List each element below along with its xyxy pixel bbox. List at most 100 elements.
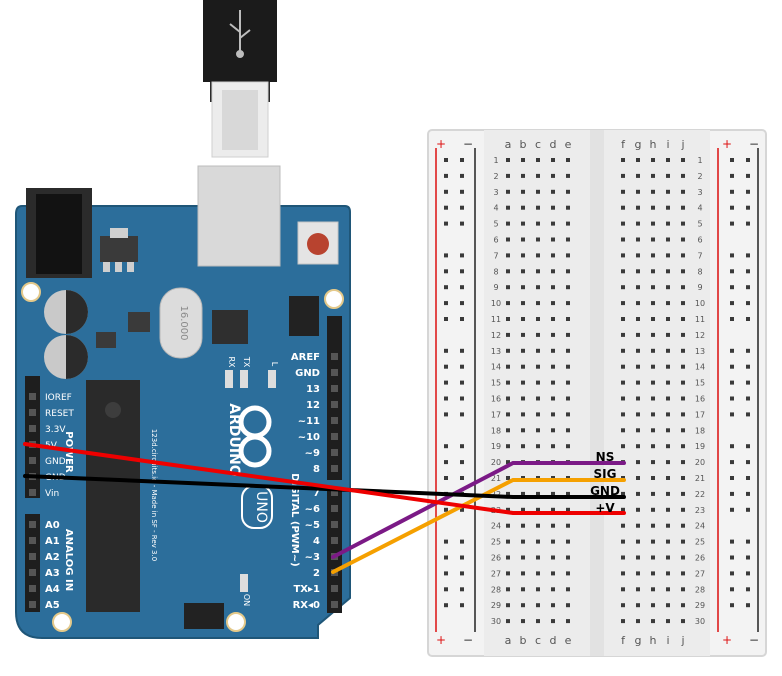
rail-hole[interactable] (460, 476, 464, 480)
rail-hole[interactable] (730, 205, 734, 210)
bb-hole[interactable] (621, 619, 625, 624)
bb-hole[interactable] (621, 158, 625, 162)
bb-hole[interactable] (651, 587, 655, 592)
bb-hole[interactable] (651, 348, 655, 353)
bb-hole[interactable] (536, 523, 540, 528)
rail-hole[interactable] (444, 571, 448, 576)
bb-hole[interactable] (621, 491, 625, 496)
bb-hole[interactable] (636, 205, 640, 210)
bb-hole[interactable] (536, 412, 540, 417)
bb-hole[interactable] (681, 460, 685, 465)
bb-hole[interactable] (651, 460, 655, 465)
rail-hole[interactable] (746, 396, 750, 401)
rail-hole[interactable] (746, 173, 750, 178)
bb-hole[interactable] (521, 348, 525, 353)
bb-hole[interactable] (666, 364, 670, 369)
bb-hole[interactable] (651, 301, 655, 306)
bb-hole[interactable] (621, 173, 625, 178)
bb-hole[interactable] (621, 301, 625, 306)
bb-hole[interactable] (536, 221, 540, 226)
bb-hole[interactable] (651, 428, 655, 433)
bb-hole[interactable] (666, 491, 670, 496)
bb-hole[interactable] (666, 317, 670, 321)
bb-hole[interactable] (681, 173, 685, 178)
bb-hole[interactable] (651, 476, 655, 480)
bb-hole[interactable] (566, 285, 570, 290)
bb-hole[interactable] (536, 587, 540, 592)
bb-hole[interactable] (521, 205, 525, 210)
bb-hole[interactable] (636, 460, 640, 465)
bb-hole[interactable] (621, 380, 625, 385)
bb-hole[interactable] (651, 285, 655, 290)
bb-hole[interactable] (621, 412, 625, 417)
rail-hole[interactable] (460, 253, 464, 258)
bb-hole[interactable] (636, 507, 640, 512)
bb-hole[interactable] (551, 603, 555, 608)
bb-hole[interactable] (666, 396, 670, 401)
rail-hole[interactable] (730, 571, 734, 576)
bb-hole[interactable] (636, 364, 640, 369)
bb-hole[interactable] (551, 380, 555, 385)
bb-hole[interactable] (506, 189, 510, 194)
bb-hole[interactable] (681, 364, 685, 369)
bb-hole[interactable] (551, 221, 555, 226)
bb-hole[interactable] (506, 491, 510, 496)
bb-hole[interactable] (666, 523, 670, 528)
bb-hole[interactable] (636, 301, 640, 306)
bb-hole[interactable] (521, 444, 525, 449)
bb-hole[interactable] (651, 317, 655, 321)
bb-hole[interactable] (536, 444, 540, 449)
bb-hole[interactable] (551, 317, 555, 321)
bb-hole[interactable] (651, 237, 655, 242)
bb-hole[interactable] (551, 507, 555, 512)
bb-hole[interactable] (681, 237, 685, 242)
bb-hole[interactable] (651, 507, 655, 512)
bb-hole[interactable] (566, 491, 570, 496)
bb-hole[interactable] (566, 205, 570, 210)
bb-hole[interactable] (651, 221, 655, 226)
rail-hole[interactable] (730, 285, 734, 290)
bb-hole[interactable] (506, 428, 510, 433)
bb-hole[interactable] (551, 364, 555, 369)
rail-hole[interactable] (730, 221, 734, 226)
bb-hole[interactable] (681, 619, 685, 624)
bb-hole[interactable] (506, 460, 510, 465)
bb-hole[interactable] (506, 587, 510, 592)
bb-hole[interactable] (566, 444, 570, 449)
rail-hole[interactable] (730, 380, 734, 385)
bb-hole[interactable] (536, 364, 540, 369)
bb-hole[interactable] (666, 253, 670, 258)
bb-hole[interactable] (666, 476, 670, 480)
rail-hole[interactable] (460, 285, 464, 290)
bb-hole[interactable] (566, 571, 570, 576)
rail-hole[interactable] (746, 571, 750, 576)
rail-hole[interactable] (460, 396, 464, 401)
bb-hole[interactable] (681, 603, 685, 608)
bb-hole[interactable] (666, 539, 670, 544)
rail-hole[interactable] (444, 476, 448, 480)
rail-hole[interactable] (460, 412, 464, 417)
bb-hole[interactable] (636, 476, 640, 480)
bb-hole[interactable] (681, 428, 685, 433)
bb-hole[interactable] (621, 428, 625, 433)
rail-hole[interactable] (460, 301, 464, 306)
bb-hole[interactable] (666, 332, 670, 337)
rail-hole[interactable] (746, 380, 750, 385)
bb-hole[interactable] (521, 428, 525, 433)
bb-hole[interactable] (521, 364, 525, 369)
bb-hole[interactable] (521, 603, 525, 608)
bb-hole[interactable] (636, 332, 640, 337)
bb-hole[interactable] (621, 444, 625, 449)
bb-hole[interactable] (566, 332, 570, 337)
bb-hole[interactable] (506, 539, 510, 544)
bb-hole[interactable] (681, 539, 685, 544)
bb-hole[interactable] (536, 507, 540, 512)
bb-hole[interactable] (666, 380, 670, 385)
rail-hole[interactable] (444, 173, 448, 178)
rail-hole[interactable] (746, 491, 750, 496)
bb-hole[interactable] (621, 555, 625, 560)
rail-hole[interactable] (730, 460, 734, 465)
bb-hole[interactable] (666, 507, 670, 512)
bb-hole[interactable] (681, 332, 685, 337)
rail-hole[interactable] (746, 158, 750, 162)
